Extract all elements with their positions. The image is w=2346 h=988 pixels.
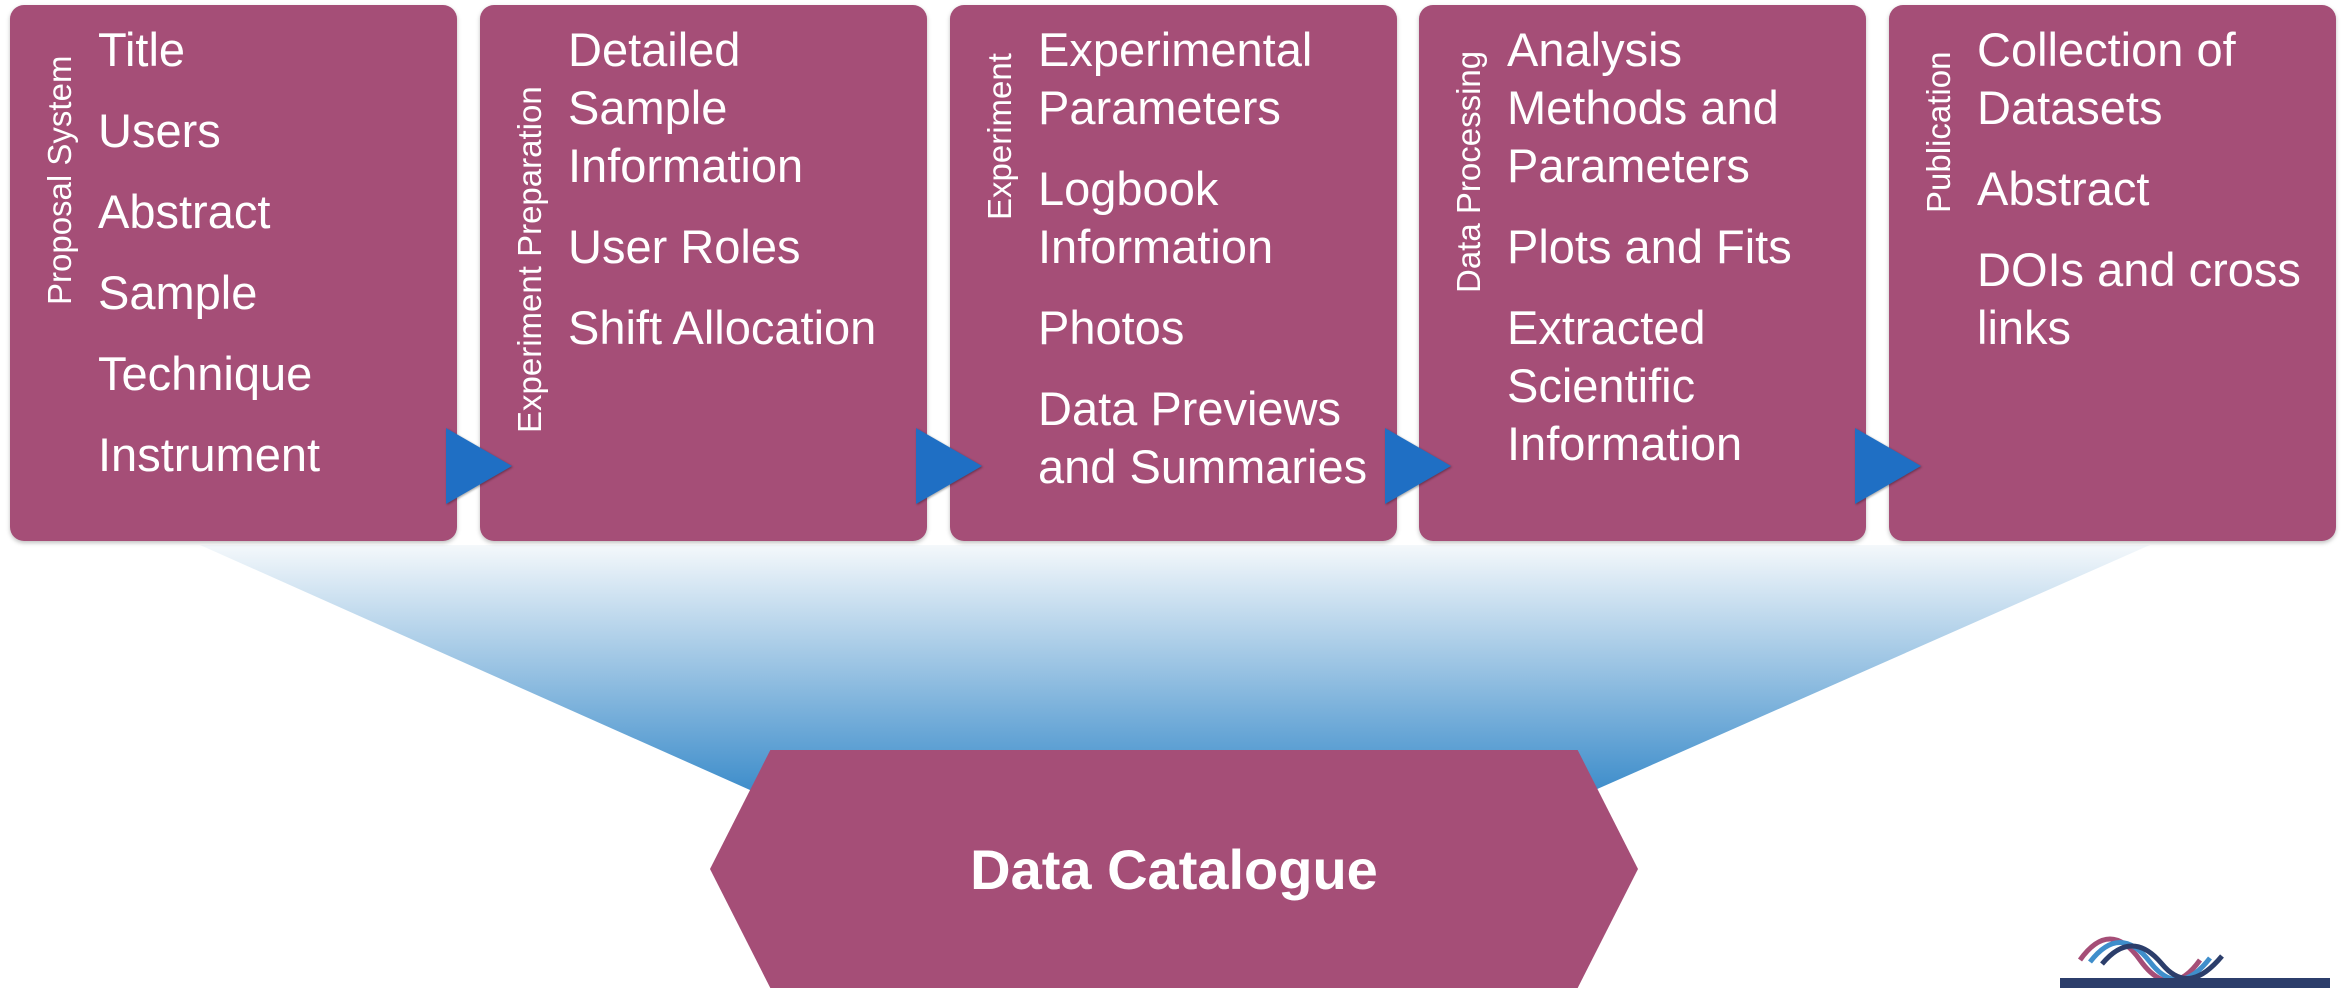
stage-experiment-preparation: Experiment Preparation Detailed Sample I… [480, 5, 927, 541]
right-triangle-icon [446, 428, 512, 504]
data-catalogue-label: Data Catalogue [970, 838, 1378, 901]
right-triangle-icon [916, 428, 982, 504]
stage-item: Abstract [1977, 162, 2150, 215]
stage-item: Abstract [98, 185, 271, 238]
stage-item-list: Title Users Abstract Sample Technique In… [98, 21, 437, 507]
stage-item: Shift Allocation [568, 301, 877, 354]
stage-label: Proposal System [41, 55, 78, 305]
stage-item: Photos [1038, 301, 1185, 354]
stage-item: User Roles [568, 220, 801, 273]
stage-label: Experiment [981, 53, 1018, 220]
stage-item: Technique [98, 347, 313, 400]
stage-publication: Publication Collection of Datasets Abstr… [1889, 5, 2336, 541]
right-triangle-icon [1855, 428, 1921, 504]
right-triangle-icon [1385, 428, 1451, 504]
stage-item: Logbook Information [1038, 162, 1274, 273]
panosc-logo [2060, 936, 2330, 988]
stage-proposal-system: Proposal System Title Users Abstract Sam… [10, 5, 457, 541]
stage-item: Analysis Methods and Parameters [1507, 23, 1779, 192]
stage-item: Data Previews and Summaries [1038, 382, 1368, 493]
stage-item-list: Experimental Parameters Logbook Informat… [1038, 21, 1377, 519]
stage-item: Extracted Scientific Information [1507, 301, 1743, 470]
stage-item: Title [98, 23, 186, 76]
stage-item-list: Collection of Datasets Abstract DOIs and… [1977, 21, 2316, 380]
stage-item: Instrument [98, 428, 321, 481]
stage-item: Plots and Fits [1507, 220, 1792, 273]
stage-item: DOIs and cross links [1977, 243, 2301, 354]
stage-item-list: Detailed Sample Information User Roles S… [568, 21, 907, 380]
stage-item: Detailed Sample Information [568, 23, 804, 192]
stage-experiment: Experiment Experimental Parameters Logbo… [950, 5, 1397, 541]
stage-label: Experiment Preparation [511, 86, 548, 433]
stage-label: Publication [1920, 51, 1957, 213]
data-catalogue-hexagon: Data Catalogue [710, 750, 1638, 988]
stage-data-processing: Data Processing Analysis Methods and Par… [1419, 5, 1866, 541]
stage-item: Users [98, 104, 221, 157]
stage-item: Experimental Parameters [1038, 23, 1313, 134]
stage-label: Data Processing [1450, 50, 1487, 293]
stage-item: Sample [98, 266, 258, 319]
stage-item-list: Analysis Methods and Parameters Plots an… [1507, 21, 1846, 496]
stage-item: Collection of Datasets [1977, 23, 2236, 134]
